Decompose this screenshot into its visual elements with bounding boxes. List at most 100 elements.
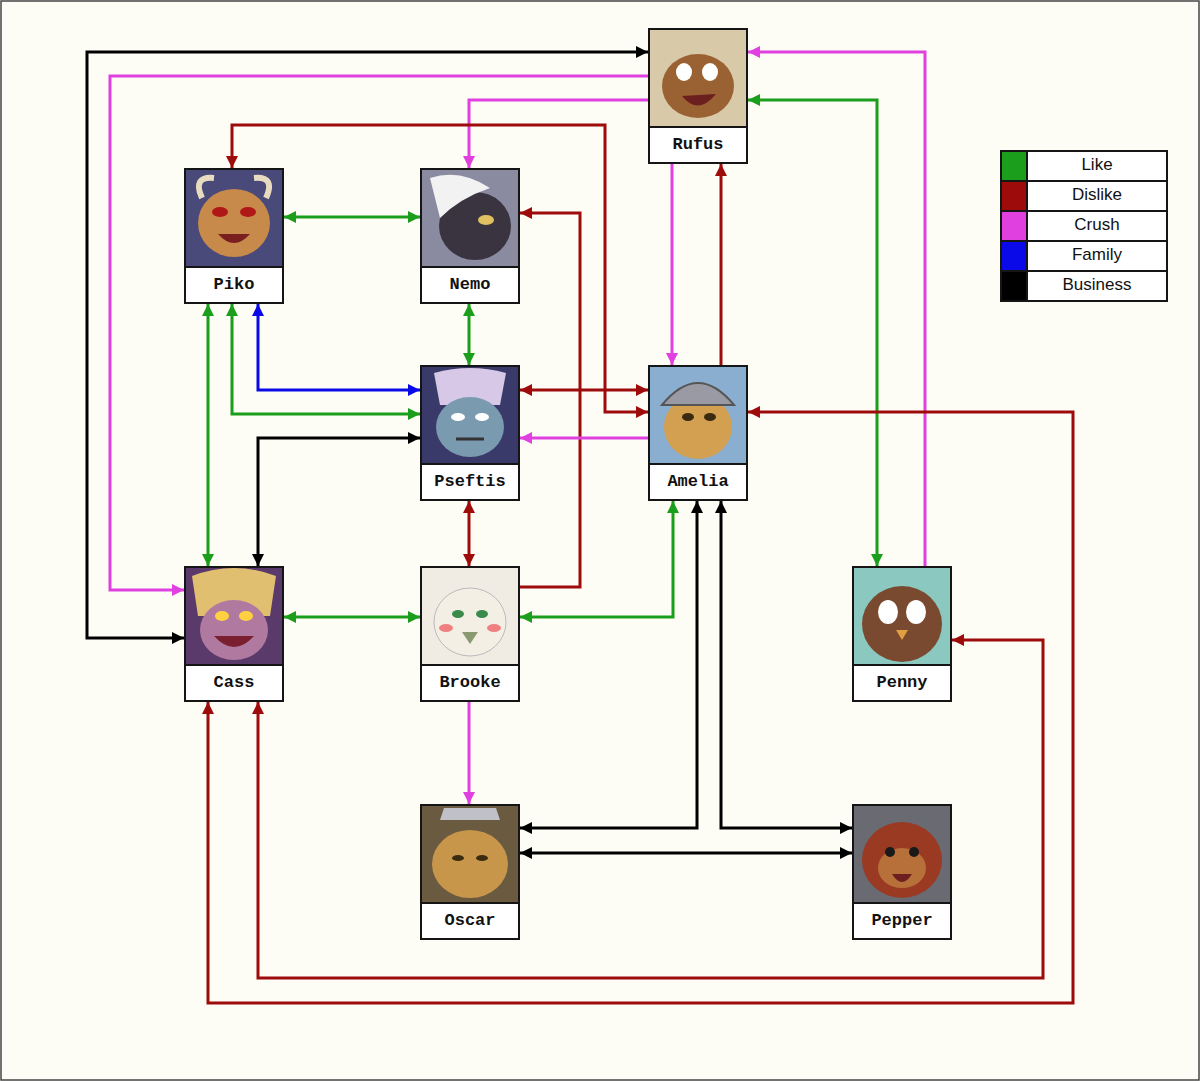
legend-row: Business: [1000, 270, 1168, 300]
legend-row: Like: [1000, 150, 1168, 180]
portrait-face: [436, 397, 504, 457]
relation-connector: [520, 501, 673, 617]
portrait-window: [422, 367, 518, 463]
portrait-face: [662, 54, 734, 118]
portrait-eye: [476, 610, 488, 618]
portrait-ground: [184, 566, 284, 666]
relation-connector: [748, 100, 877, 566]
relation-connector: [520, 852, 852, 855]
legend-cell: Crush: [1028, 210, 1168, 240]
portrait-helmet: [662, 383, 734, 405]
portrait-blush: [487, 624, 501, 632]
portrait-window: [650, 30, 746, 126]
portrait-eye: [239, 611, 253, 621]
portrait-hair: [430, 175, 490, 218]
portrait-eye: [682, 413, 694, 421]
name-plate: Rufus: [650, 126, 746, 162]
relation-connector: [284, 216, 420, 219]
character-name: Amelia: [667, 472, 728, 491]
portrait-face: [434, 588, 506, 656]
legend-label: Crush: [1074, 215, 1119, 234]
portrait-eye: [702, 63, 718, 81]
name-plate: Penny: [854, 664, 950, 700]
portrait-ground: [648, 365, 748, 465]
portrait-eye: [212, 207, 228, 217]
portrait-helmet: [440, 808, 500, 820]
character-name: Penny: [876, 673, 927, 692]
portrait-ground: [852, 566, 952, 666]
portrait-mouth: [456, 438, 484, 441]
legend-row: Crush: [1000, 210, 1168, 240]
legend-label: Like: [1081, 155, 1112, 174]
portrait-eye: [475, 413, 489, 421]
legend-row: Dislike: [1000, 180, 1168, 210]
legend-swatch: [1000, 240, 1028, 270]
legend-swatch: [1000, 270, 1028, 302]
legend-cell: Business: [1028, 270, 1168, 302]
legend-row: Family: [1000, 240, 1168, 270]
name-plate: Nemo: [422, 266, 518, 302]
legend-label: Family: [1072, 245, 1122, 264]
portrait-window: [186, 170, 282, 266]
portrait-ground: [852, 804, 952, 904]
portrait-horn: [199, 178, 214, 198]
relation-connector: [468, 501, 471, 566]
portrait-beak: [462, 632, 478, 644]
portrait-eye: [240, 207, 256, 217]
legend-label: Business: [1063, 275, 1132, 294]
character-card: Nemo: [420, 168, 520, 304]
character-card: Penny: [852, 566, 952, 702]
relation-connector: [520, 213, 580, 587]
character-card: Oscar: [420, 804, 520, 940]
portrait-ground: [420, 168, 520, 268]
portrait-face: [862, 822, 942, 898]
relation-connector: [258, 640, 1043, 978]
character-name: Piko: [214, 275, 255, 294]
relation-connector: [207, 304, 210, 566]
portrait-ground: [420, 804, 520, 904]
portrait-window: [422, 806, 518, 902]
character-name: Nemo: [450, 275, 491, 294]
legend: LikeDislikeCrushFamilyBusiness: [1000, 150, 1168, 300]
relation-connector: [284, 616, 420, 619]
portrait-eye: [478, 215, 494, 225]
portrait-eye: [906, 600, 926, 624]
portrait-face: [198, 189, 270, 257]
relation-connector: [520, 501, 697, 828]
portrait-eye: [215, 611, 229, 621]
portrait-window: [422, 170, 518, 266]
portrait-eye: [476, 855, 488, 861]
portrait-eye: [909, 847, 919, 857]
portrait-horn: [254, 178, 269, 198]
relation-connector: [258, 304, 420, 390]
portrait-face: [200, 600, 268, 660]
character-card: Piko: [184, 168, 284, 304]
relation-connector: [110, 76, 648, 590]
legend-swatch: [1000, 210, 1028, 240]
portrait-eye: [704, 413, 716, 421]
character-card: Amelia: [648, 365, 748, 501]
portrait-ground: [184, 168, 284, 268]
relation-connector: [721, 501, 852, 828]
relation-connector: [232, 304, 420, 414]
portrait-mouth: [892, 874, 912, 882]
portrait-face: [862, 586, 942, 662]
legend-cell: Like: [1028, 150, 1168, 180]
portrait-eye: [452, 610, 464, 618]
portrait-face: [432, 830, 508, 898]
character-card: Pepper: [852, 804, 952, 940]
portrait-mouth: [214, 636, 254, 647]
relation-connector: [520, 437, 648, 440]
relation-connector: [468, 702, 471, 804]
portrait-eye: [452, 855, 464, 861]
portrait-window: [650, 367, 746, 463]
portrait-eye: [885, 847, 895, 857]
name-plate: Cass: [186, 664, 282, 700]
name-plate: Amelia: [650, 463, 746, 499]
portrait-ground: [420, 566, 520, 666]
relation-connector: [671, 164, 674, 365]
portrait-window: [422, 568, 518, 664]
relation-connector: [258, 438, 420, 566]
name-plate: Pepper: [854, 902, 950, 938]
